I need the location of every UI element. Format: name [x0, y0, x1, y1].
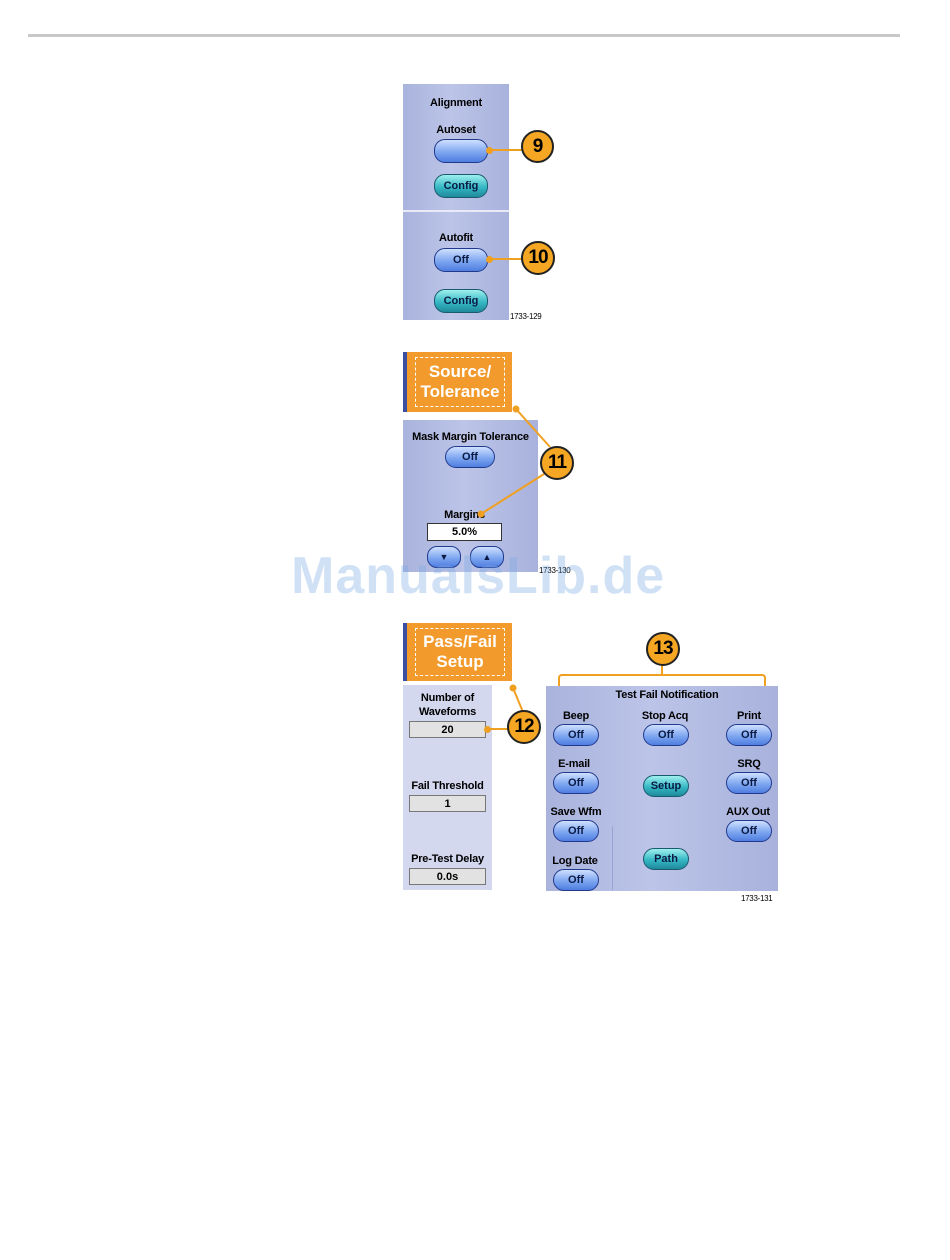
- margins-decrease-button[interactable]: ▼: [427, 546, 461, 568]
- pass-fail-setup-tab[interactable]: Pass/Fail Setup: [403, 623, 512, 681]
- autofit-button[interactable]: Off: [434, 248, 488, 272]
- pass-fail-setup-tab-frame: Pass/Fail Setup: [415, 628, 505, 676]
- alignment-title: Alignment: [430, 97, 482, 109]
- callout-10-leader: [490, 258, 522, 260]
- callout-11-leader-tab: [515, 408, 551, 448]
- callout-11-anchor-tab: [512, 405, 520, 413]
- margins-label: Margins: [444, 509, 485, 521]
- callout-11-anchor-margins: [477, 510, 485, 518]
- log-date-label: Log Date: [552, 855, 598, 867]
- email-button[interactable]: Off: [553, 772, 599, 794]
- autoset-button[interactable]: [434, 139, 488, 163]
- notification-setup-button[interactable]: Setup: [643, 775, 689, 797]
- callout-13: 13: [646, 632, 680, 666]
- aux-out-label: AUX Out: [726, 806, 770, 818]
- source-tolerance-tab-line2: Tolerance: [420, 382, 500, 401]
- log-date-button[interactable]: Off: [553, 869, 599, 891]
- alignment-config-button[interactable]: Config: [434, 174, 488, 198]
- margins-increase-button[interactable]: ▲: [470, 546, 504, 568]
- pretest-delay-label: Pre-Test Delay: [411, 853, 484, 865]
- source-tolerance-tab-frame: Source/ Tolerance: [415, 357, 505, 407]
- callout-11-leader-margins: [480, 473, 545, 515]
- alignment-divider: [403, 210, 509, 212]
- mask-margin-button[interactable]: Off: [445, 446, 495, 468]
- autoset-label: Autoset: [436, 124, 476, 136]
- callout-12-leader-field: [488, 728, 508, 730]
- num-waveforms-field[interactable]: 20: [409, 721, 486, 738]
- callout-9-anchor: [486, 147, 493, 154]
- srq-button[interactable]: Off: [726, 772, 772, 794]
- source-tolerance-tab[interactable]: Source/ Tolerance: [403, 352, 512, 412]
- callout-11: 11: [540, 446, 574, 480]
- srq-label: SRQ: [737, 758, 761, 770]
- figure-id-129: 1733-129: [510, 312, 542, 321]
- arrow-down-icon: ▼: [439, 552, 449, 562]
- callout-10: 10: [521, 241, 555, 275]
- save-wfm-button[interactable]: Off: [553, 820, 599, 842]
- callout-9: 9: [521, 130, 554, 163]
- email-label: E-mail: [558, 758, 590, 770]
- source-tolerance-tab-line1: Source/: [428, 362, 492, 381]
- callout-11-leaders: [477, 405, 551, 518]
- stop-acq-label: Stop Acq: [641, 710, 689, 722]
- pass-fail-tab-line2: Setup: [436, 652, 484, 671]
- mask-margin-label: Mask Margin Tolerance: [412, 431, 529, 443]
- beep-button[interactable]: Off: [553, 724, 599, 746]
- save-wfm-label: Save Wfm: [550, 806, 602, 818]
- beep-label: Beep: [562, 710, 590, 722]
- margins-field[interactable]: 5.0%: [427, 523, 502, 541]
- figure-id-130: 1733-130: [539, 566, 571, 575]
- stop-acq-button[interactable]: Off: [643, 724, 689, 746]
- num-waveforms-label-1: Number of: [420, 692, 475, 704]
- figure-id-131: 1733-131: [741, 894, 773, 903]
- callout-13-bracket: [558, 674, 766, 686]
- print-button[interactable]: Off: [726, 724, 772, 746]
- callout-13-stem: [661, 664, 663, 675]
- fail-threshold-field[interactable]: 1: [409, 795, 486, 812]
- print-label: Print: [736, 710, 762, 722]
- alignment-panel: [403, 84, 509, 320]
- notification-path-button[interactable]: Path: [643, 848, 689, 870]
- callout-10-anchor: [486, 256, 493, 263]
- watermark: ManualsLib.de: [291, 547, 666, 605]
- autofit-config-button[interactable]: Config: [434, 289, 488, 313]
- pretest-delay-field[interactable]: 0.0s: [409, 868, 486, 885]
- num-waveforms-label-2: Waveforms: [418, 706, 477, 718]
- notification-column-divider: [612, 826, 613, 890]
- arrow-up-icon: ▲: [482, 552, 492, 562]
- source-tolerance-panel: [403, 420, 538, 572]
- callout-12: 12: [507, 710, 541, 744]
- pass-fail-panel: [403, 685, 492, 890]
- pass-fail-tab-line1: Pass/Fail: [423, 632, 497, 651]
- callout-12-leader-tab: [509, 684, 524, 713]
- autofit-label: Autofit: [438, 232, 474, 244]
- callout-9-leader: [490, 149, 522, 151]
- fail-threshold-label: Fail Threshold: [411, 780, 484, 792]
- callout-12-anchor-field: [484, 726, 491, 733]
- aux-out-button[interactable]: Off: [726, 820, 772, 842]
- notification-title: Test Fail Notification: [615, 689, 719, 701]
- top-rule: [28, 34, 900, 37]
